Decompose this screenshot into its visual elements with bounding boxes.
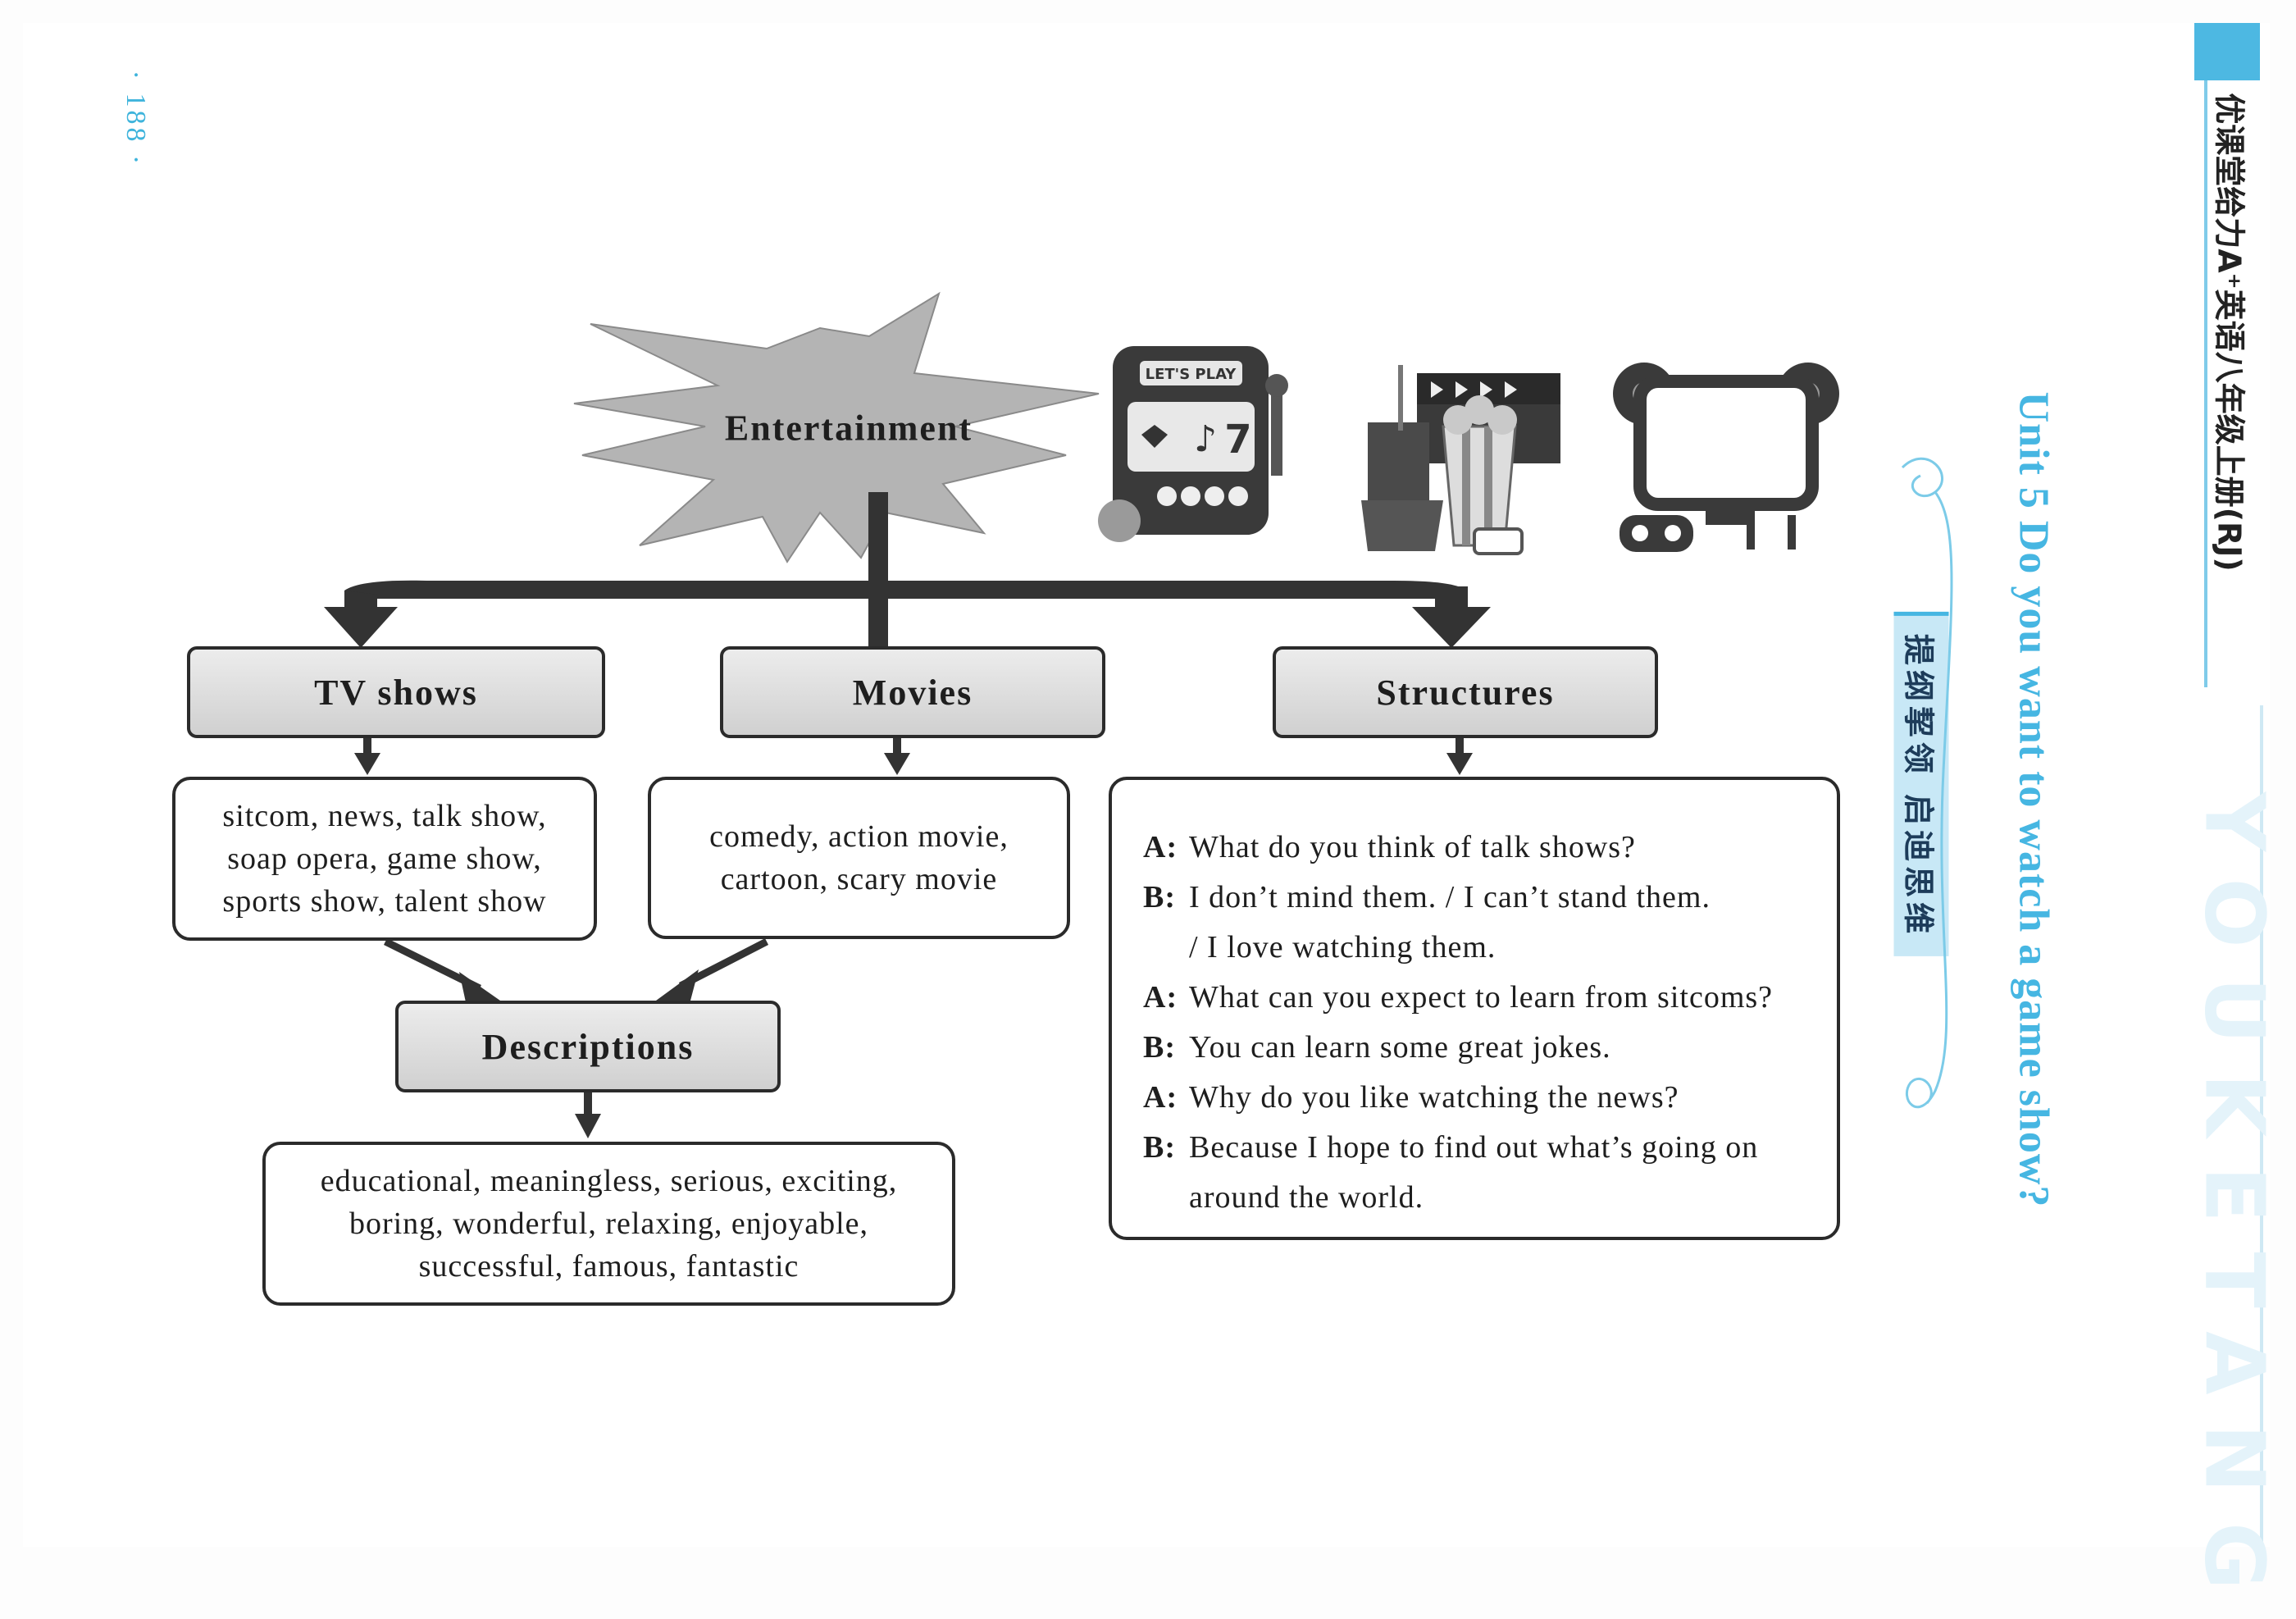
spine-rule-lower [2260,705,2263,1550]
tv-shows-list: sitcom, news, talk show, soap opera, gam… [172,777,597,941]
tv-game-icon [1613,363,1839,552]
list-item: boring, wonderful, relaxing, enjoyable, [348,1206,869,1241]
dialogue-line: A:Why do you like watching the news? [1143,1080,1679,1115]
branch-bar [344,580,1468,599]
arrow-diag-icon [656,969,699,1001]
list-item: comedy, action movie, [709,819,1009,854]
arrow-down-icon [575,1114,601,1138]
dialogue-line: / I love watching them. [1189,930,1496,965]
movies-list: comedy, action movie, cartoon, scary mov… [648,777,1070,939]
list-item: cartoon, scary movie [720,862,998,896]
dialogue-line: around the world. [1189,1180,1424,1215]
arrow-right-icon [1412,586,1491,648]
list-item: sitcom, news, talk show, [222,799,547,833]
list-item: soap opera, game show, [227,841,542,876]
svg-text:♪: ♪ [1194,418,1217,460]
movies-header: Movies [720,646,1105,738]
list-item: educational, meaningless, serious, excit… [320,1164,898,1198]
spine-rule [2204,80,2207,687]
slot-machine-icon: LET'S PLAY ♪ 7 [1098,346,1288,542]
mind-map-connectors: LET'S PLAY ♪ 7 [324,291,1839,1138]
dialogue-line: A:What can you expect to learn from sitc… [1143,980,1774,1015]
structures-dialogue: A:What do you think of talk shows? B:I d… [1109,777,1840,1240]
list-item: successful, famous, fantastic [418,1249,800,1284]
arrow-left-icon [324,591,398,648]
arrow-diag-icon [459,972,500,1002]
structures-header: Structures [1273,646,1658,738]
spine-tab [2194,23,2260,80]
entertainment-label: Entertainment [724,408,973,449]
cinema-icon [1361,365,1560,555]
arrow-down-icon [1446,753,1473,775]
descriptions-list: educational, meaningless, serious, excit… [262,1142,955,1306]
list-item: sports show, talent show [222,884,547,919]
dialogue-line: A:What do you think of talk shows? [1143,830,1636,864]
svg-text:7: 7 [1224,417,1251,463]
decorative-scroll-icon [1901,457,1953,1109]
dialogue-line: B:Because I hope to find out what’s goin… [1143,1130,1759,1165]
slot-label: LET'S PLAY [1146,366,1237,383]
tv-shows-header: TV shows [187,646,605,738]
arrow-down-icon [884,753,910,775]
dialogue-line: B:You can learn some great jokes. [1143,1030,1611,1065]
trunk-line [868,492,888,648]
arrow-down-icon [354,753,380,775]
descriptions-header: Descriptions [395,1001,781,1092]
dialogue-line: B:I don’t mind them. / I can’t stand the… [1143,880,1711,914]
